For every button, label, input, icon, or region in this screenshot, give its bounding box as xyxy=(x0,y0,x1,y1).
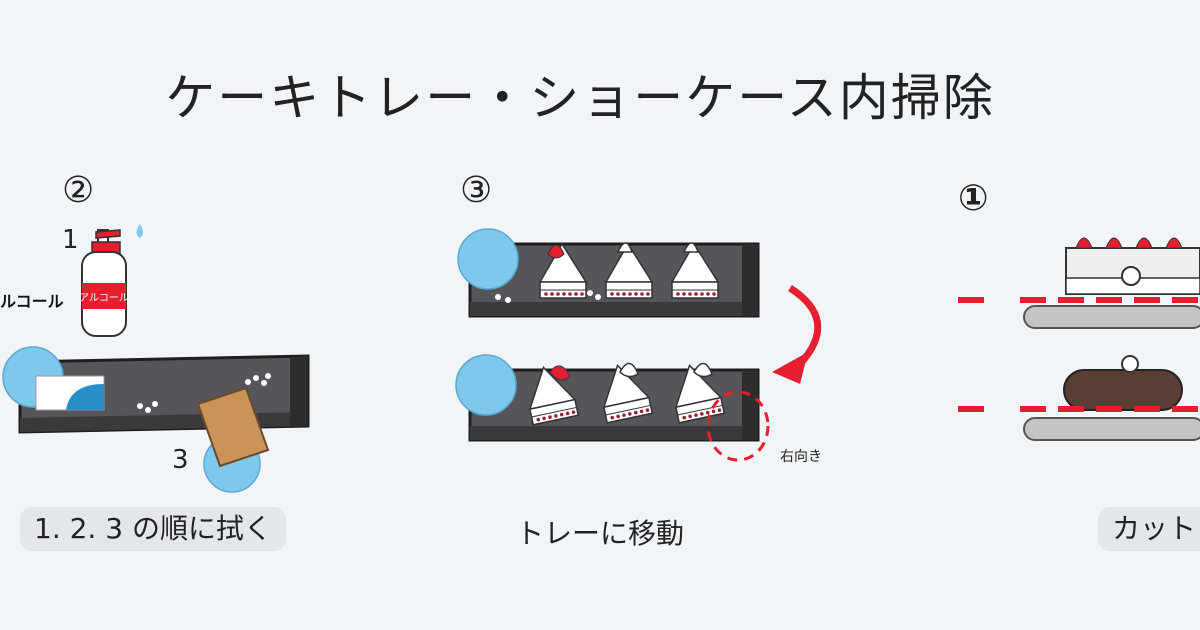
step-1-label: ① xyxy=(958,178,989,219)
caption-wipe-order: 1. 2. 3 の順に拭く xyxy=(20,507,286,551)
wipe-number-3: 3 xyxy=(172,445,189,475)
caption-move-to-tray: トレーに移動 xyxy=(516,517,685,550)
chocolate-cake-icon xyxy=(1023,355,1200,441)
showcase-tray-lower-icon xyxy=(455,354,770,462)
annotation-right-facing: 右向き xyxy=(780,449,822,465)
showcase-tray-upper-icon xyxy=(457,228,760,318)
page-title: ケーキトレー・ショーケース内掃除 xyxy=(165,69,995,127)
move-arrow-icon xyxy=(772,285,822,384)
step-2-label: ② xyxy=(62,170,95,211)
bottle-side-label: ルコール xyxy=(0,292,64,311)
strawberry-cake-icon xyxy=(1023,237,1200,329)
wipe-number-1: 1 xyxy=(62,225,79,255)
caption-cut: カット xyxy=(1098,507,1200,551)
cut-line-dashed-icon xyxy=(958,297,1200,412)
alcohol-spray-bottle-icon: アルコール xyxy=(79,224,143,337)
wiping-tray-icon xyxy=(2,346,310,493)
bottle-label: アルコール xyxy=(79,293,129,304)
step-3-label: ③ xyxy=(460,170,493,211)
